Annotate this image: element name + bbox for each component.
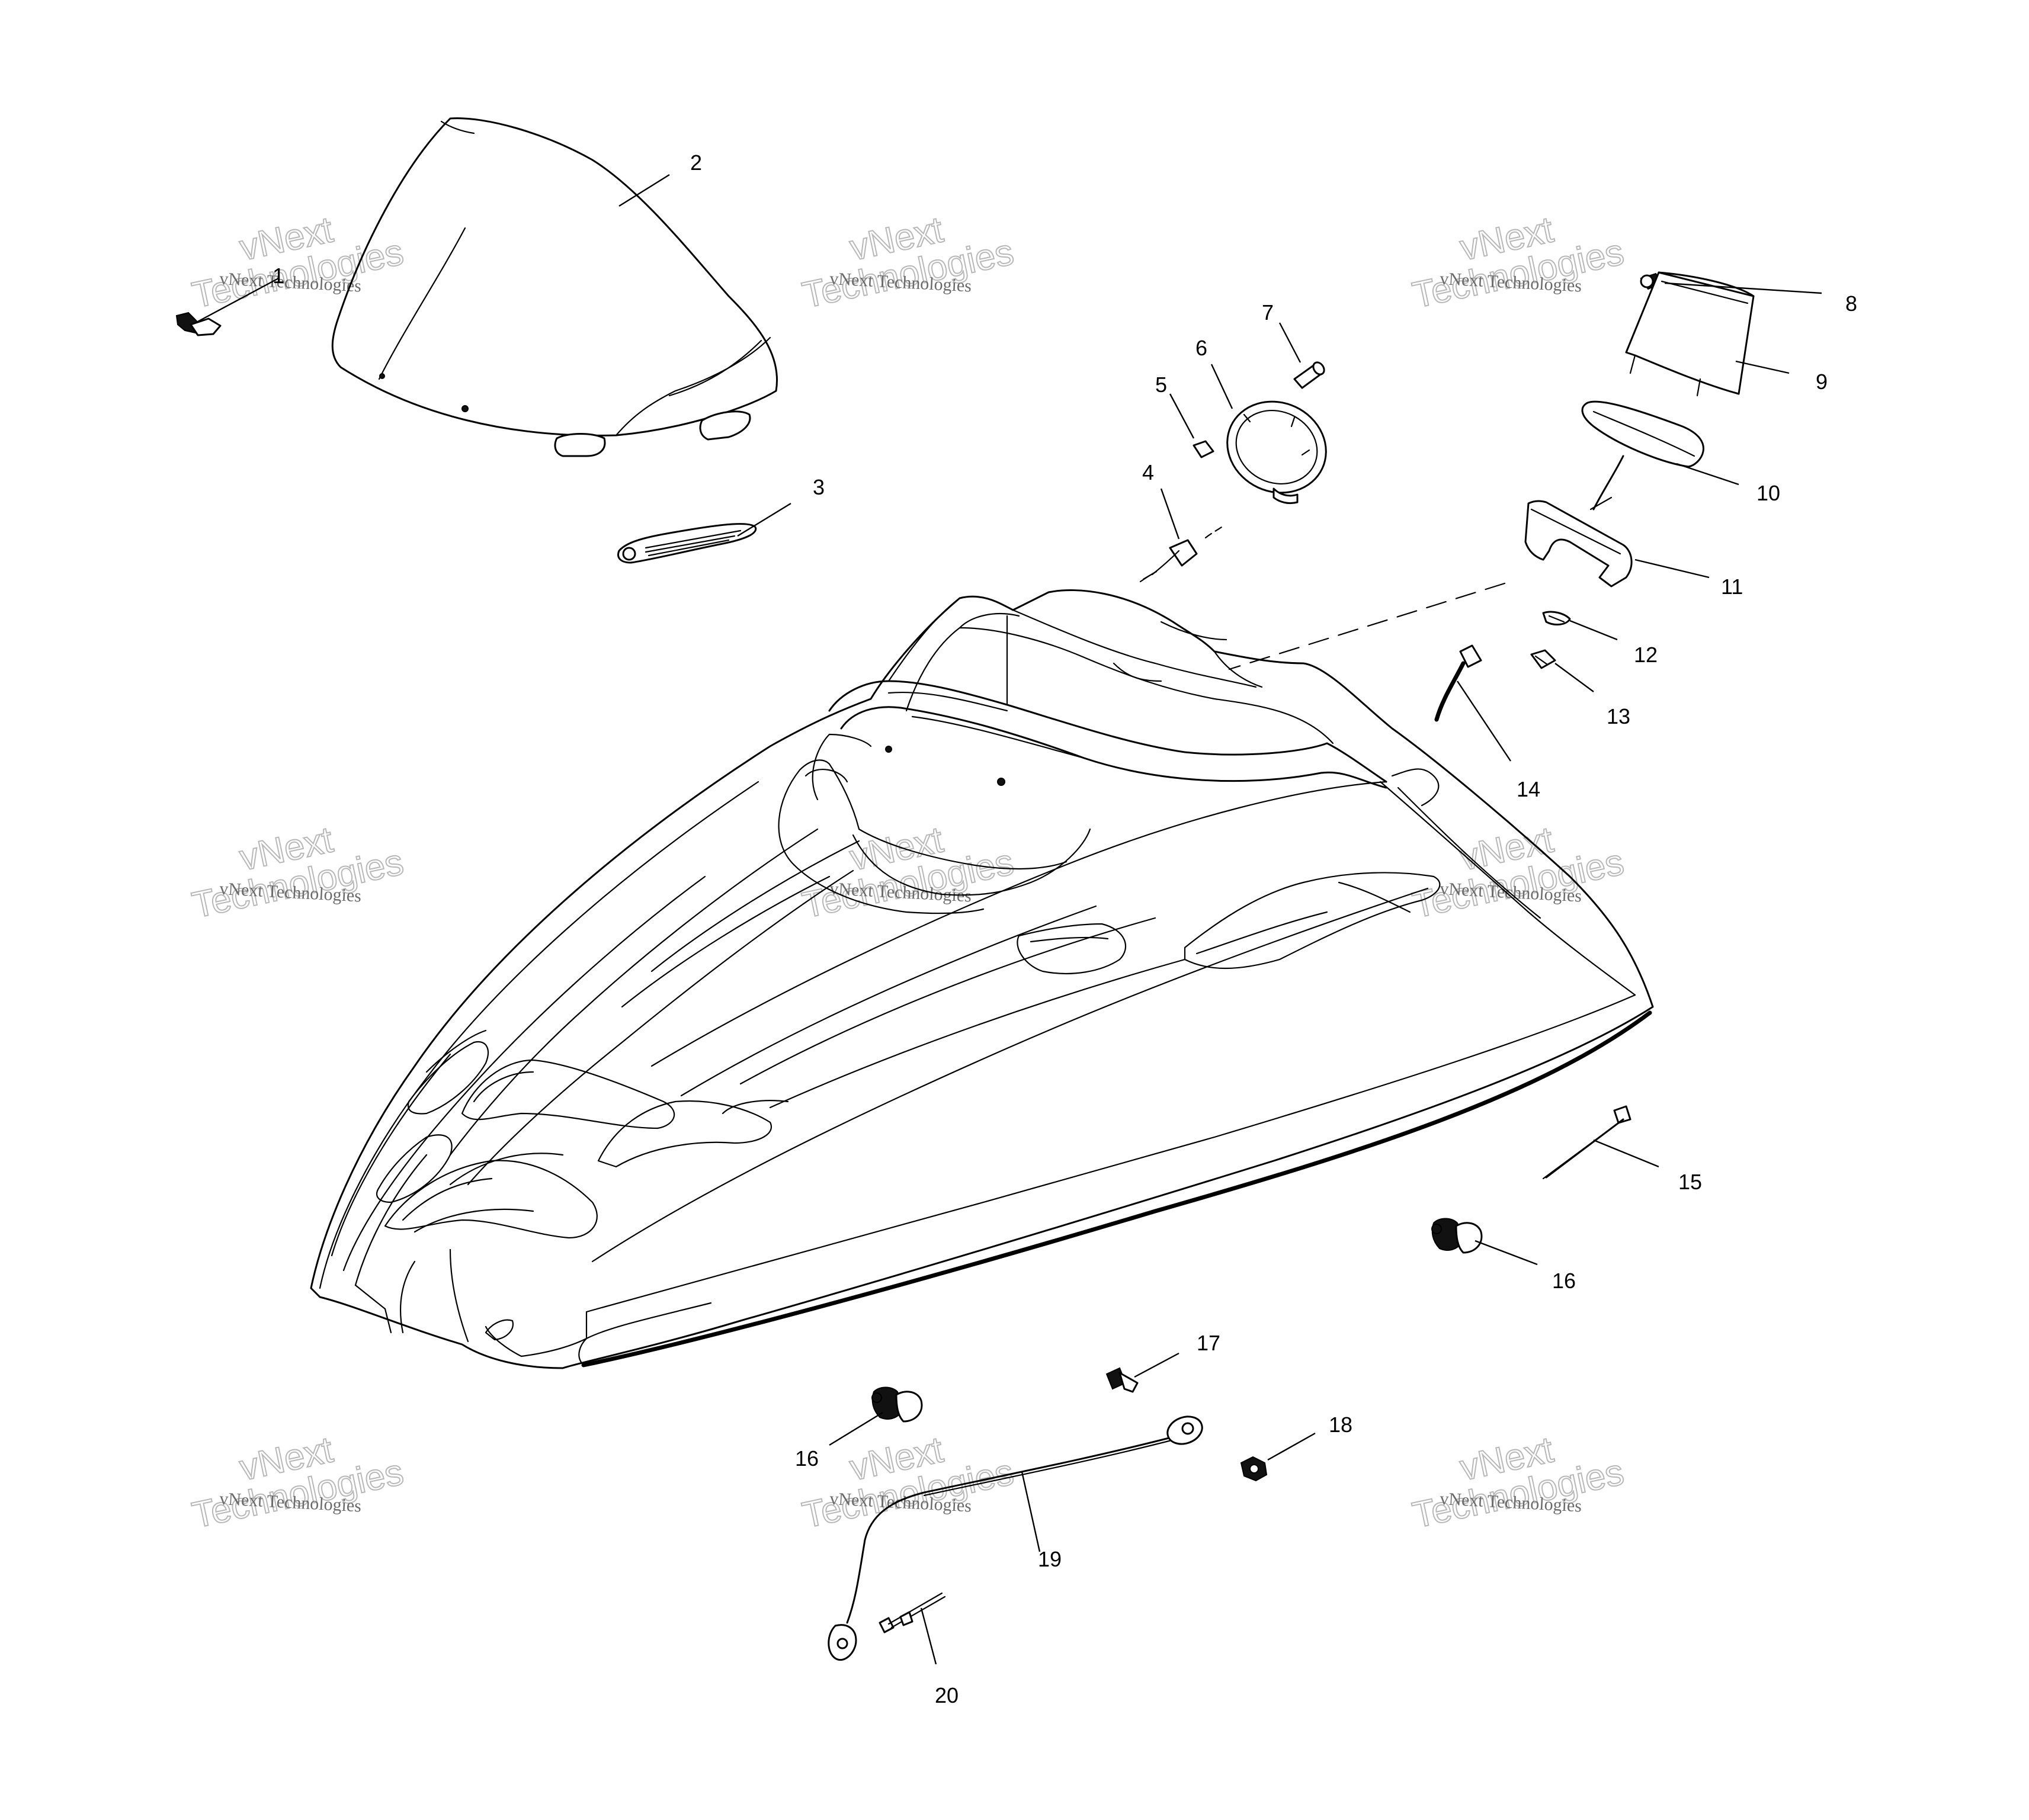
leader-1 — [195, 277, 279, 324]
leader-7 — [1278, 322, 1302, 363]
leader-18 — [1267, 1432, 1316, 1461]
part-17-bolt — [1105, 1367, 1139, 1393]
callout-labels: 1 2 3 4 5 6 7 8 9 10 11 12 13 14 15 16 1… — [273, 150, 1857, 1707]
part-9-gauge-cover — [1625, 271, 1755, 397]
callout-14: 14 — [1517, 777, 1540, 801]
leader-15 — [1593, 1139, 1659, 1168]
callout-17: 17 — [1197, 1331, 1220, 1355]
leader-9 — [1735, 360, 1790, 374]
part-7-pin — [1293, 361, 1325, 389]
callout-15: 15 — [1678, 1170, 1702, 1194]
leader-17 — [1134, 1352, 1179, 1378]
callout-18: 18 — [1329, 1413, 1352, 1437]
part-4-connector — [1139, 526, 1223, 583]
watermark: vNext Technologies vNext Technologies — [188, 818, 408, 926]
callout-13: 13 — [1607, 704, 1630, 728]
part-18-nut — [1240, 1456, 1268, 1482]
leader-11 — [1634, 558, 1710, 579]
part-20-rivet — [879, 1592, 946, 1633]
part-5-small-block — [1193, 440, 1214, 458]
leader-13 — [1554, 663, 1594, 692]
assembly-line-10-11 — [1592, 455, 1624, 511]
watermark: vNext Technologies vNext Technologies — [799, 818, 1018, 926]
assembly-dashed-line — [1228, 582, 1506, 670]
watermark: vNext Technologies vNext Technologies — [1409, 208, 1628, 316]
part-2-windshield — [331, 117, 778, 457]
leader-2 — [618, 174, 670, 207]
callout-11: 11 — [1721, 574, 1743, 599]
leader-4 — [1160, 488, 1180, 540]
callout-10: 10 — [1756, 481, 1780, 505]
leader-20 — [920, 1607, 937, 1665]
part-11-bezel — [1524, 496, 1633, 588]
callout-19: 19 — [1038, 1547, 1062, 1571]
leader-lines — [195, 174, 1822, 1665]
main-hood — [310, 589, 1654, 1369]
watermark: vNext Technologies vNext Technologies — [188, 1429, 408, 1536]
leader-12 — [1569, 619, 1618, 641]
callout-3: 3 — [813, 475, 825, 499]
callout-20: 20 — [935, 1683, 959, 1707]
leader-16b — [1475, 1240, 1538, 1266]
part-10-lens — [1581, 400, 1704, 468]
watermark: vNext Technologies vNext Technologies — [188, 208, 408, 316]
part-15-cable-tie — [1542, 1105, 1631, 1180]
callout-8: 8 — [1845, 291, 1857, 316]
part-12-spring — [1542, 611, 1571, 626]
part-16-fastener — [1431, 1218, 1483, 1254]
callout-16a: 16 — [795, 1446, 819, 1471]
callout-16b: 16 — [1552, 1269, 1576, 1293]
part-1-clip — [175, 312, 222, 336]
callout-5: 5 — [1155, 373, 1167, 397]
leader-5 — [1169, 393, 1195, 439]
watermark: vNext Technologies vNext Technologies — [799, 208, 1018, 316]
leader-3 — [737, 502, 791, 537]
watermark: vNext Technologies vNext Technologies — [1409, 1429, 1628, 1536]
callout-7: 7 — [1262, 300, 1274, 325]
callout-6: 6 — [1195, 336, 1207, 360]
part-14-socket-wire — [1434, 644, 1482, 722]
leader-16a — [829, 1411, 883, 1446]
part-6-ring — [1226, 400, 1327, 505]
part-13-bulb — [1530, 649, 1556, 669]
callout-4: 4 — [1142, 460, 1154, 484]
part-19-tether-cable — [828, 1415, 1203, 1661]
part-3-strip — [617, 523, 757, 564]
leader-6 — [1210, 364, 1233, 409]
callout-12: 12 — [1634, 643, 1658, 667]
watermark-layer: vNext Technologies vNext Technologies vN… — [188, 208, 1628, 1536]
leader-8 — [1664, 282, 1822, 294]
leader-19 — [1021, 1471, 1041, 1552]
leader-14 — [1457, 681, 1511, 762]
callout-2: 2 — [690, 150, 702, 175]
callout-1: 1 — [273, 264, 284, 288]
callout-9: 9 — [1816, 370, 1828, 394]
part-16-fastener — [871, 1386, 923, 1423]
leader-10 — [1676, 463, 1739, 486]
